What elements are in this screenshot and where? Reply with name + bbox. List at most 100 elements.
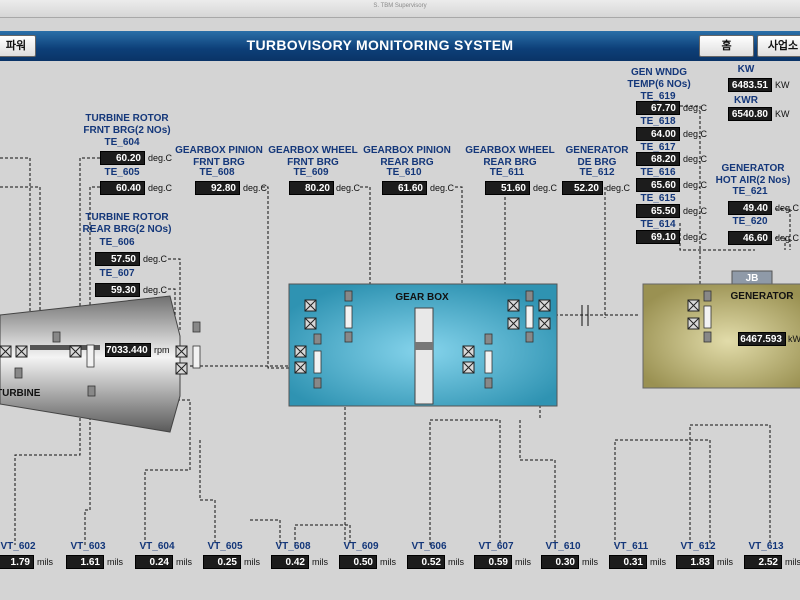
vibration-value: 1.61 [66,555,104,569]
vibration-tag: VT_609 [343,541,379,552]
vibration-tag: VT_610 [545,541,581,552]
te610-unit: deg.C [430,183,455,193]
te610-tag: TE_610 [386,167,422,178]
generator-power-unit: kW [788,334,800,344]
te607-tag: TE_607 [99,268,135,279]
te621-value: 49.40 [728,201,772,215]
page-title: TURBOVISORY MONITORING SYSTEM [246,37,514,53]
te612-value: 52.20 [562,181,603,195]
turbine-frnt-brg-label: TURBINE ROTOR FRNT BRG(2 NOs) [83,113,171,136]
te604-tag: TE_604 [104,137,140,148]
te619-value: 67.70 [636,101,680,115]
window-title: S. TBM Supervisory [373,3,427,9]
vibration-value: 0.59 [474,555,512,569]
vibration-value: 2.52 [744,555,782,569]
gearbox-wheel-frnt-brg-label: GEARBOX WHEEL FRNT BRG [268,145,358,168]
vibration-value: 0.52 [407,555,445,569]
te616-unit: deg.C [683,180,708,190]
home-button[interactable]: 홈 [699,35,754,57]
vibration-tag: VT_605 [207,541,243,552]
te607-unit: deg.C [143,285,168,295]
te612-unit: deg.C [606,183,631,193]
kw-label: KW [737,64,755,75]
te606-unit: deg.C [143,254,168,264]
vibration-tag: VT_612 [680,541,716,552]
te604-unit: deg.C [148,153,173,163]
te620-unit: deg.C [775,233,800,243]
vibration-unit: mils [717,557,733,567]
gearbox-label: GEAR BOX [395,292,449,303]
vibration-unit: mils [785,557,800,567]
junction-box-label: JB [745,273,759,284]
vibration-unit: mils [380,557,396,567]
plant-button[interactable]: 사업소 [757,35,800,57]
vibration-tag: VT_608 [275,541,311,552]
kwr-label: KWR [734,95,758,106]
gen-wndg-temp-label: GEN WNDG TEMP(6 NOs) [627,67,691,90]
turbine-label: TURBINE [0,388,41,399]
vibration-unit: mils [582,557,598,567]
te620-tag: TE_620 [732,216,768,227]
te609-unit: deg.C [336,183,361,193]
vibration-unit: mils [107,557,123,567]
kw-value: 6483.51 [728,78,772,92]
te621-unit: deg.C [775,203,800,213]
kwr-value: 6540.80 [728,107,772,121]
te605-unit: deg.C [148,183,173,193]
te619-unit: deg.C [683,103,708,113]
te611-tag: TE_611 [489,167,525,178]
te617-tag: TE_617 [640,142,676,153]
te618-unit: deg.C [683,129,708,139]
header-bar: 파워 TURBOVISORY MONITORING SYSTEM 홈 사업소 [0,31,800,61]
vibration-value: 0.24 [135,555,173,569]
te614-tag: TE_614 [640,219,676,230]
te605-value: 60.40 [100,181,145,195]
te606-tag: TE_606 [99,237,135,248]
vibration-value: 0.31 [609,555,647,569]
te607-value: 59.30 [95,283,140,297]
vibration-tag: VT_607 [478,541,514,552]
vibration-value: 0.42 [271,555,309,569]
vibration-value: 0.50 [339,555,377,569]
te618-value: 64.00 [636,127,680,141]
vibration-value: 1.83 [676,555,714,569]
vibration-tag: VT_602 [0,541,36,552]
te614-value: 69.10 [636,230,680,244]
te604-value: 60.20 [100,151,145,165]
te611-value: 51.60 [485,181,530,195]
te609-tag: TE_609 [293,167,329,178]
gearbox-pinion-frnt-brg-label: GEARBOX PINION FRNT BRG [175,145,263,168]
te608-value: 92.80 [195,181,240,195]
vibration-tag: VT_604 [139,541,175,552]
vibration-unit: mils [515,557,531,567]
te610-value: 61.60 [382,181,427,195]
kw-unit: KW [775,80,790,90]
te618-tag: TE_618 [640,116,676,127]
turbine-rear-brg-label: TURBINE ROTOR REAR BRG(2 NOs) [82,212,172,235]
te605-tag: TE_605 [104,167,140,178]
te616-value: 65.60 [636,178,680,192]
te609-value: 80.20 [289,181,334,195]
te615-value: 65.50 [636,204,680,218]
vibration-unit: mils [244,557,260,567]
vibration-unit: mils [650,557,666,567]
kwr-unit: KW [775,109,790,119]
te608-unit: deg.C [243,183,268,193]
gearbox-pinion-rear-brg-label: GEARBOX PINION REAR BRG [363,145,451,168]
vibration-value: 1.79 [0,555,34,569]
te616-tag: TE_616 [640,167,676,178]
te608-tag: TE_608 [199,167,235,178]
te612-tag: TE_612 [579,167,615,178]
te615-unit: deg.C [683,206,708,216]
te620-value: 46.60 [728,231,772,245]
vibration-value: 0.25 [203,555,241,569]
vibration-tag: VT_606 [411,541,447,552]
vibration-unit: mils [312,557,328,567]
vibration-tag: VT_603 [70,541,106,552]
power-button[interactable]: 파워 [0,35,36,57]
turbine-speed-unit: rpm [154,345,170,355]
vibration-tag: VT_613 [748,541,784,552]
vibration-unit: mils [37,557,53,567]
generator-hot-air-label: GENERATOR HOT AIR(2 Nos) [715,163,791,186]
